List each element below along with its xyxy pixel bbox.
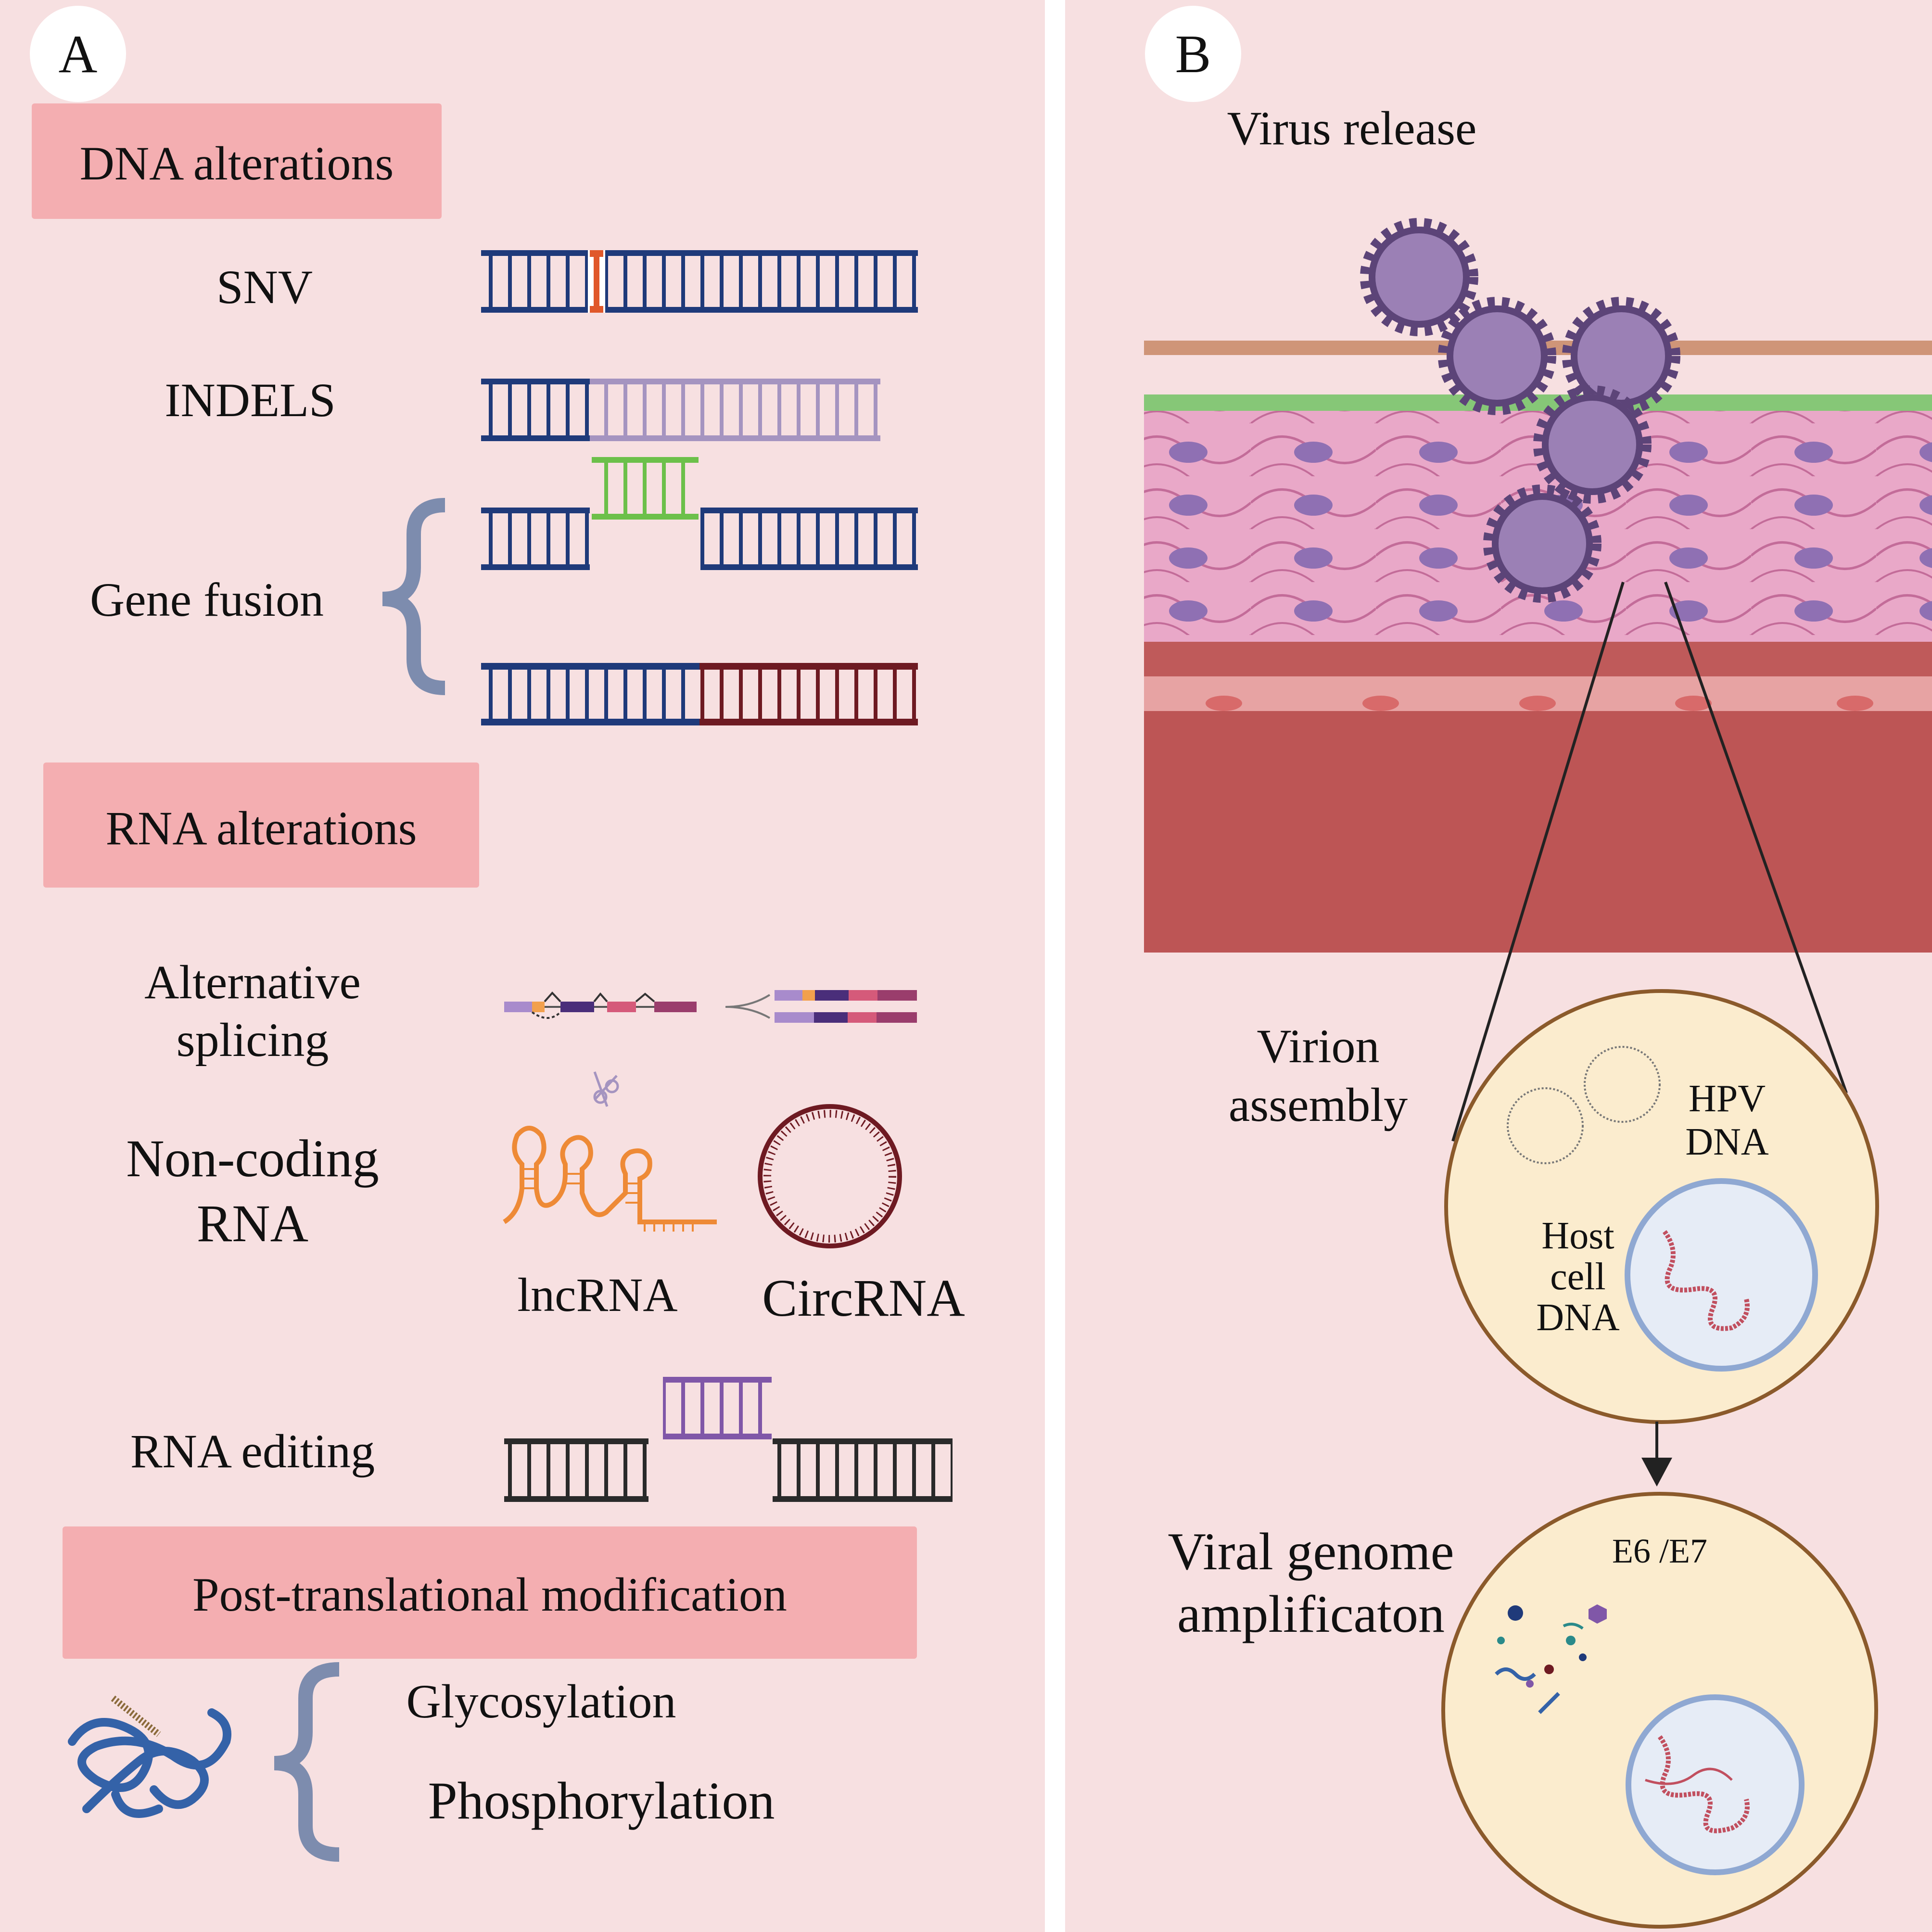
fused-gene-strand xyxy=(481,663,918,725)
hpv-dna-circle-2 xyxy=(1584,1046,1661,1123)
circrna-ring xyxy=(758,1104,902,1248)
circrna-ticks xyxy=(763,1110,896,1243)
glycosylation-label: Glycosylation xyxy=(406,1675,676,1728)
surface-layer-green xyxy=(1144,394,1932,411)
host-nucleus xyxy=(1625,1178,1818,1372)
rna-editing-left xyxy=(504,1438,648,1502)
lncrna-structure xyxy=(503,1126,717,1224)
indels-label: INDELS xyxy=(165,373,336,427)
noncoding-label-line1: Non-coding xyxy=(126,1129,379,1188)
basement-layer xyxy=(1144,642,1932,676)
ptm-header xyxy=(63,1526,917,1659)
protein-chain-icon xyxy=(68,1708,231,1818)
gene-fusion-brace xyxy=(382,498,445,695)
oncoprotein-particles xyxy=(1495,1604,1607,1714)
host-chromatin xyxy=(1662,1230,1750,1331)
alt-splicing-label-line1: Alternative xyxy=(144,955,361,1009)
virion-assembly-line1: Virion xyxy=(1257,1019,1379,1073)
amplified-chromatin-2 xyxy=(1645,1767,1733,1785)
virus-release-label: Virus release xyxy=(1227,102,1477,155)
snv-dna-strand xyxy=(481,250,918,313)
phosphorylation-label: Phosphorylation xyxy=(428,1771,775,1830)
gene-fusion-label: Gene fusion xyxy=(90,573,324,626)
rna-alterations-header xyxy=(43,763,479,888)
fusion-left-gene xyxy=(481,508,590,570)
host-cell-dna-line3: DNA xyxy=(1536,1296,1620,1339)
e6-e7-label: E6 /E7 xyxy=(1612,1532,1707,1570)
panel-b-badge xyxy=(1145,6,1241,102)
zoom-line-right xyxy=(1664,581,1848,1094)
amplified-nucleus xyxy=(1626,1694,1805,1875)
host-cell-dna-line2: cell xyxy=(1550,1256,1605,1298)
ptm-title: Post-translational modification xyxy=(192,1568,787,1621)
fusion-right-gene xyxy=(700,508,918,570)
hpv-dna-circle-1 xyxy=(1507,1087,1584,1164)
lncrna-pairing xyxy=(522,1168,694,1232)
scissors-icon xyxy=(593,1071,619,1107)
virion-assembly-line2: assembly xyxy=(1229,1078,1408,1131)
noncoding-label-line2: RNA xyxy=(197,1194,308,1253)
fusion-partner-green xyxy=(592,457,699,520)
virion-particles xyxy=(1360,218,1680,603)
panel-b-label: B xyxy=(1175,25,1211,84)
rna-editing-label: RNA editing xyxy=(130,1424,375,1478)
amplified-chromatin-1 xyxy=(1657,1735,1750,1833)
lncrna-label: lncRNA xyxy=(517,1268,677,1322)
rna-alterations-title: RNA alterations xyxy=(105,801,417,855)
zoom-line-left xyxy=(1451,582,1625,1142)
panel-a-label: A xyxy=(59,25,98,84)
arrow-head-icon xyxy=(1641,1458,1672,1487)
ptm-brace xyxy=(274,1662,340,1862)
amplification-line1: Viral genome xyxy=(1168,1522,1454,1581)
alt-splicing-diagram xyxy=(504,990,917,1023)
amplification-line2: amplificaton xyxy=(1177,1585,1445,1643)
dna-alterations-title: DNA alterations xyxy=(80,137,394,190)
circrna-label: CircRNA xyxy=(762,1269,965,1327)
hpv-dna-line2: DNA xyxy=(1685,1121,1769,1163)
rna-editing-insert xyxy=(663,1377,772,1439)
dna-alterations-header xyxy=(32,103,442,219)
panel-a-badge xyxy=(30,6,126,102)
indels-dna-strand xyxy=(481,379,880,441)
rna-editing-right xyxy=(773,1438,953,1502)
host-cell-dna-line1: Host xyxy=(1541,1215,1614,1257)
basal-cells xyxy=(1144,676,1932,711)
hpv-dna-line1: HPV xyxy=(1689,1078,1766,1120)
alt-splicing-label-line2: splicing xyxy=(177,1013,329,1067)
panel-divider xyxy=(1045,0,1065,1932)
snv-label: SNV xyxy=(216,260,313,314)
stroma xyxy=(1144,711,1932,953)
